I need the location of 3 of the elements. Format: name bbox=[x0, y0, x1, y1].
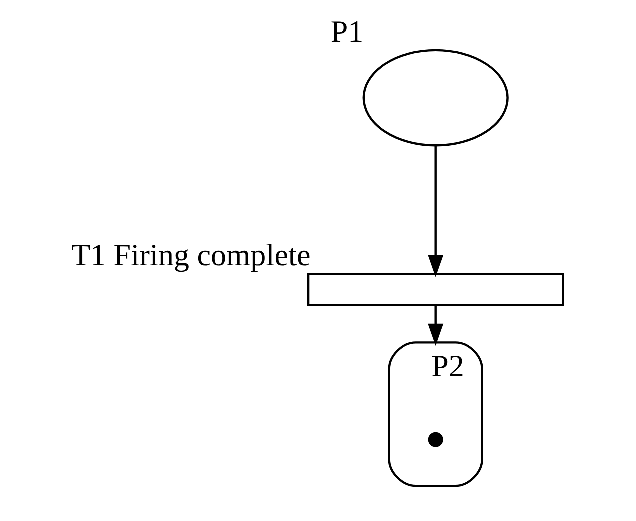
node-label: T1 Firing complete bbox=[71, 238, 310, 273]
node-label: P2 bbox=[431, 348, 464, 384]
node-label: P1 bbox=[330, 14, 364, 50]
